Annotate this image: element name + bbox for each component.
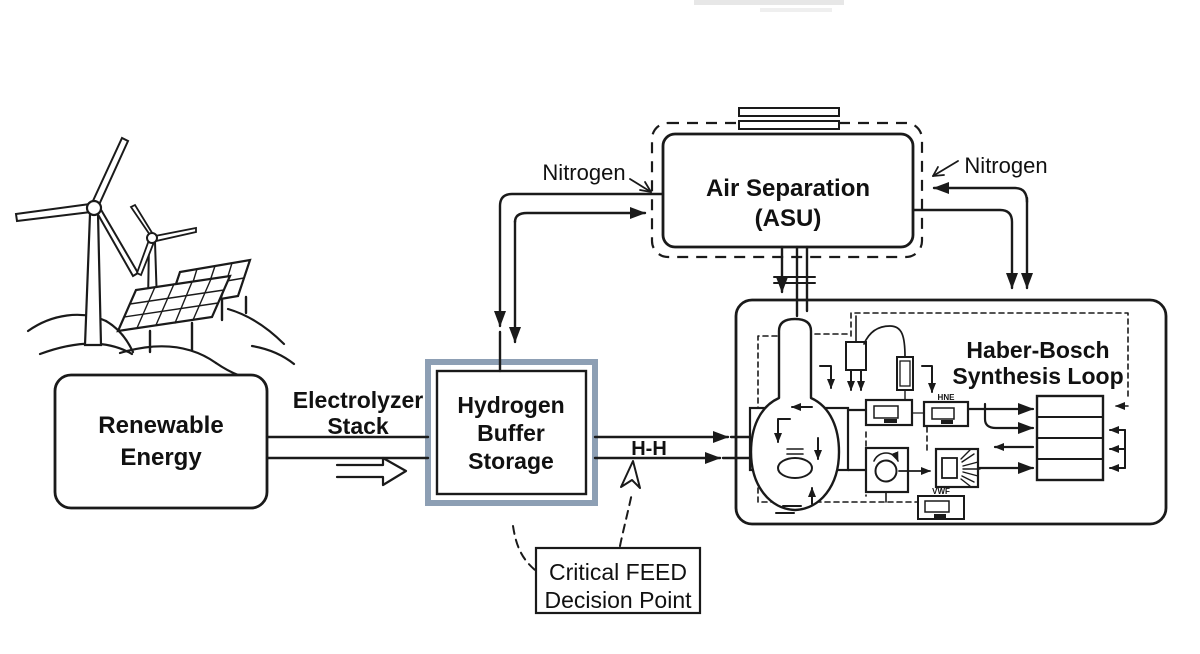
feed-dashed-link xyxy=(512,525,536,571)
converter-flash-unit xyxy=(934,447,981,489)
turbine-blade xyxy=(90,136,130,209)
flow-lines xyxy=(265,182,1033,464)
turbine-blade xyxy=(129,203,156,238)
reactor-drum xyxy=(777,457,813,479)
asu-label: (ASU) xyxy=(755,205,822,232)
reactor-internal-arrows xyxy=(774,403,822,505)
reactor-bottom-piping xyxy=(775,505,802,514)
turbine-hub xyxy=(146,232,158,244)
top-crop-artifact xyxy=(694,0,844,12)
nitrogen-line-right xyxy=(932,182,1029,204)
asu-box xyxy=(661,132,915,249)
panel-leg xyxy=(220,295,248,322)
renewable-energy-label: Renewable xyxy=(98,412,223,439)
turbine-tower xyxy=(83,212,103,347)
haber-bosch-internals xyxy=(748,312,1129,520)
solar-panel-front xyxy=(116,274,232,354)
nitrogen-left-pointer-icon xyxy=(629,178,652,193)
component-overhead-line xyxy=(863,325,906,358)
hydrogen-stream-label: H-H xyxy=(631,438,667,460)
asu-top-bar xyxy=(738,120,840,130)
feed-decision-label: Decision Point xyxy=(544,587,692,613)
haber-bosch-label: Synthesis Loop xyxy=(952,363,1123,389)
haber-bosch-label: Haber-Bosch xyxy=(966,337,1109,363)
stack-return-bracket xyxy=(1109,426,1126,472)
electrolyzer-stack-label: Stack xyxy=(327,413,389,439)
nitrogen-line-left xyxy=(494,192,665,328)
panel-leg xyxy=(148,321,194,354)
instrument-box-c xyxy=(917,495,965,520)
feed-callout-links xyxy=(512,492,633,571)
feed-decision-box xyxy=(534,546,702,615)
exchanger-bottom-tag: VWF xyxy=(932,487,950,496)
nitrogen-line-left2 xyxy=(513,207,647,224)
hill-line xyxy=(118,345,218,365)
asu-top-bar xyxy=(738,107,840,117)
exchanger-stack xyxy=(1035,394,1105,482)
exchanger-top-tag: HNE xyxy=(938,393,956,402)
wind-turbine-large xyxy=(14,136,140,347)
electrolyzer-flow-arrow-icon xyxy=(335,456,408,487)
reactor-tick xyxy=(786,448,804,455)
component-vessel-small xyxy=(845,341,867,371)
turbine-hub xyxy=(85,199,103,217)
renewable-energy-label: Energy xyxy=(120,444,202,471)
hydrogen-storage-label: Storage xyxy=(468,448,554,474)
reactor-vessel xyxy=(749,317,841,512)
component-down-arrows xyxy=(819,365,865,391)
nitrogen-line-right2 xyxy=(911,208,1018,290)
hill-line xyxy=(104,319,135,354)
turbine-blade xyxy=(94,206,140,278)
nitrogen-right-pointer-icon xyxy=(932,160,959,177)
hill-line xyxy=(250,344,296,366)
component-elbow-arrow xyxy=(921,365,936,393)
instrument-box-a xyxy=(864,398,914,427)
feed-hollow-arrow-icon xyxy=(620,460,641,489)
hill-line xyxy=(226,307,286,346)
instrument-box-b xyxy=(922,400,970,428)
nitrogen-left-label: Nitrogen xyxy=(542,160,625,185)
feed-dashed-link xyxy=(619,492,633,547)
block-connector xyxy=(846,408,868,472)
component-column-inner xyxy=(899,360,911,387)
stack-feed-lines xyxy=(966,402,1035,474)
hydrogen-storage-label: Buffer xyxy=(477,420,545,446)
hydrogen-storage-label: Hydrogen xyxy=(457,392,564,418)
hydrogen-storage-box xyxy=(425,359,598,506)
electrolyzer-stack-label: Electrolyzer xyxy=(293,387,423,413)
turbine-blade xyxy=(14,202,93,223)
flash-rays-icon xyxy=(960,449,981,487)
asu-unit xyxy=(650,107,924,259)
turbine-blade xyxy=(153,226,197,243)
renewable-energy-box xyxy=(53,373,269,510)
compressor-unit xyxy=(864,446,931,503)
feed-decision-label: Critical FEED xyxy=(549,559,687,585)
line-break-ticks xyxy=(773,276,816,284)
panel-grid xyxy=(123,278,225,329)
hydrogen-inner-border xyxy=(435,369,588,496)
asu-label: Air Separation xyxy=(706,175,870,202)
nitrogen-right-label: Nitrogen xyxy=(964,153,1047,178)
